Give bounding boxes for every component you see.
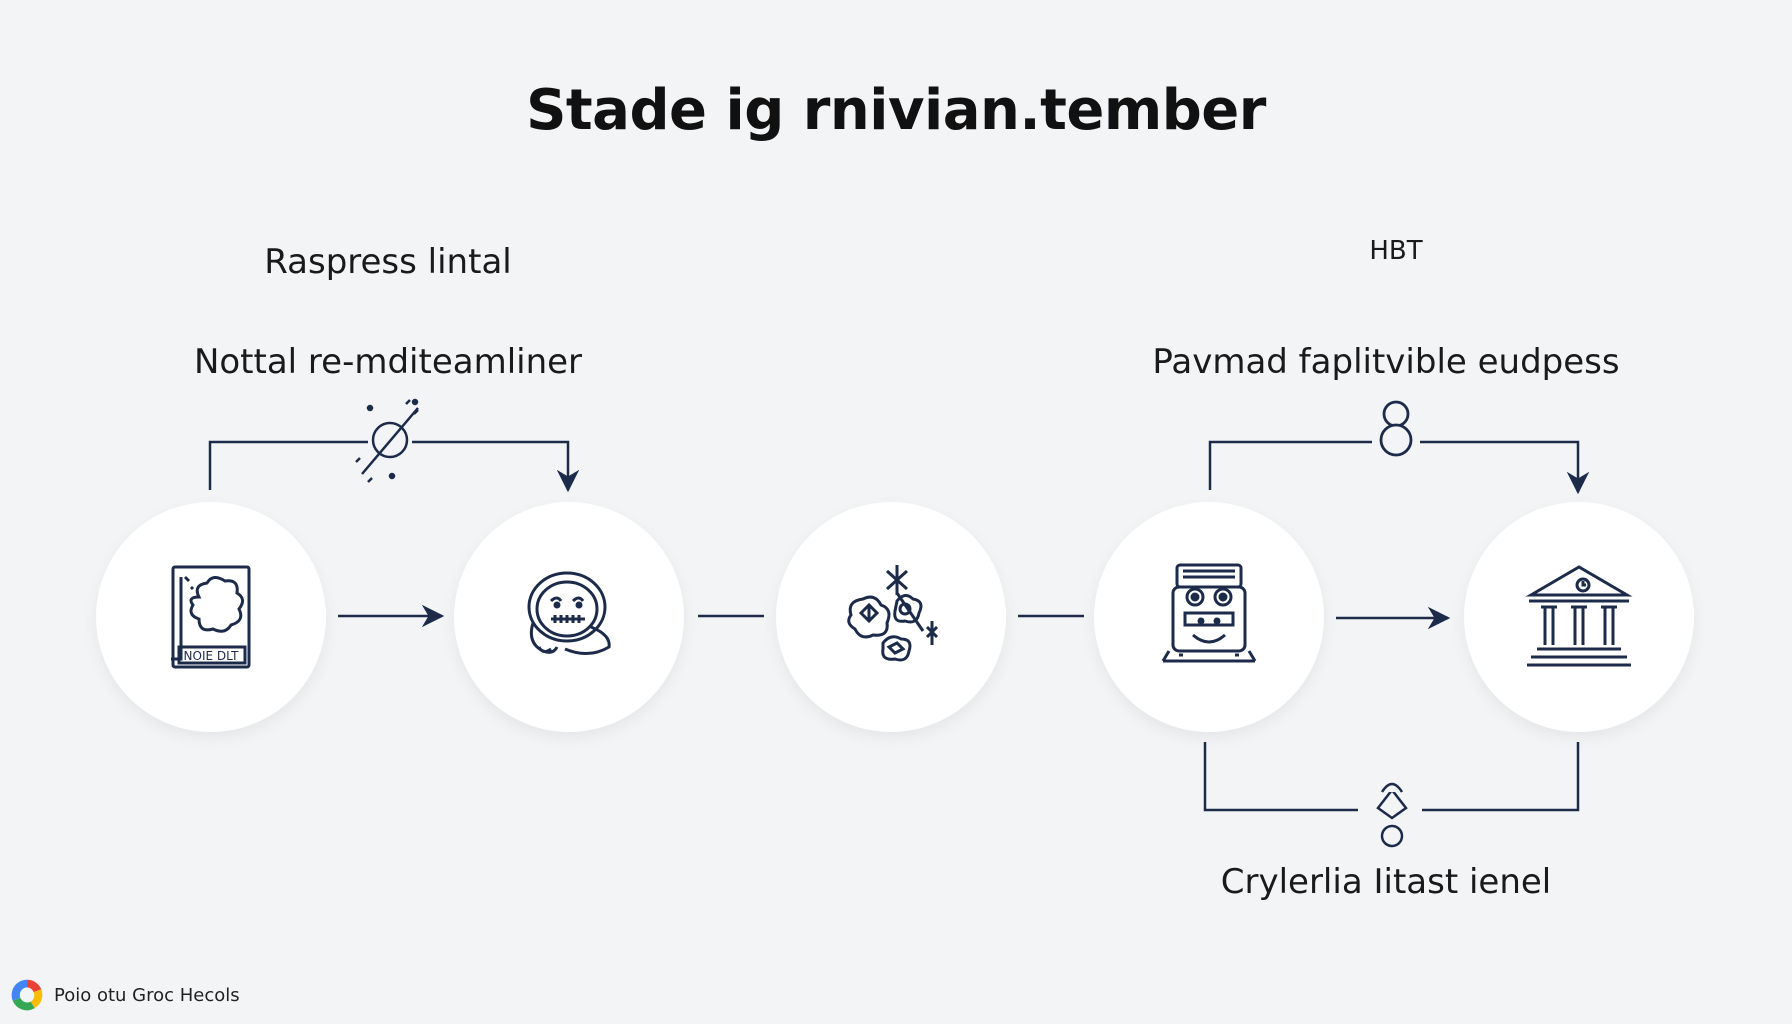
- robot-icon: [1161, 563, 1257, 663]
- satellite-icon: [355, 398, 419, 483]
- node-face[interactable]: [454, 502, 684, 732]
- label-top-left: Raspress lintal: [264, 242, 512, 282]
- figure-eight-icon: [1379, 400, 1413, 457]
- loop-right-b: [1420, 440, 1590, 495]
- loop-bottom-a: [1203, 742, 1358, 812]
- document-icon: NOIE DLT: [171, 565, 251, 669]
- rocket-icon: [1376, 782, 1408, 848]
- loop-bottom-b: [1422, 742, 1580, 812]
- face-icon: [527, 571, 611, 655]
- label-mid-right: Pavmad faplitvible eudpess: [1152, 342, 1620, 382]
- label-bottom-right: Crylerlia Iitast ienel: [1220, 862, 1552, 902]
- loop-right-a: [1208, 440, 1372, 490]
- network-icon: [847, 565, 939, 662]
- label-mid-left: Nottal re-mditeamliner: [193, 342, 583, 382]
- bank-icon: [1525, 565, 1633, 667]
- document-icon-text: NOIE DLT: [184, 649, 240, 663]
- node-robot[interactable]: [1094, 502, 1324, 732]
- node-network[interactable]: [776, 502, 1006, 732]
- brand-logo-icon: [11, 979, 43, 1011]
- node-bank[interactable]: [1464, 502, 1694, 732]
- node-document[interactable]: NOIE DLT: [96, 502, 326, 732]
- label-top-right: HBT: [1369, 236, 1423, 266]
- footer-text: Poio otu Groc Hecols: [54, 984, 240, 1006]
- loop-left-a: [208, 440, 368, 490]
- loop-left-b: [412, 440, 580, 493]
- footer: Poio otu Groc Hecols: [8, 976, 240, 1014]
- diagram-title: Stade ig rnivian.tember: [526, 78, 1266, 143]
